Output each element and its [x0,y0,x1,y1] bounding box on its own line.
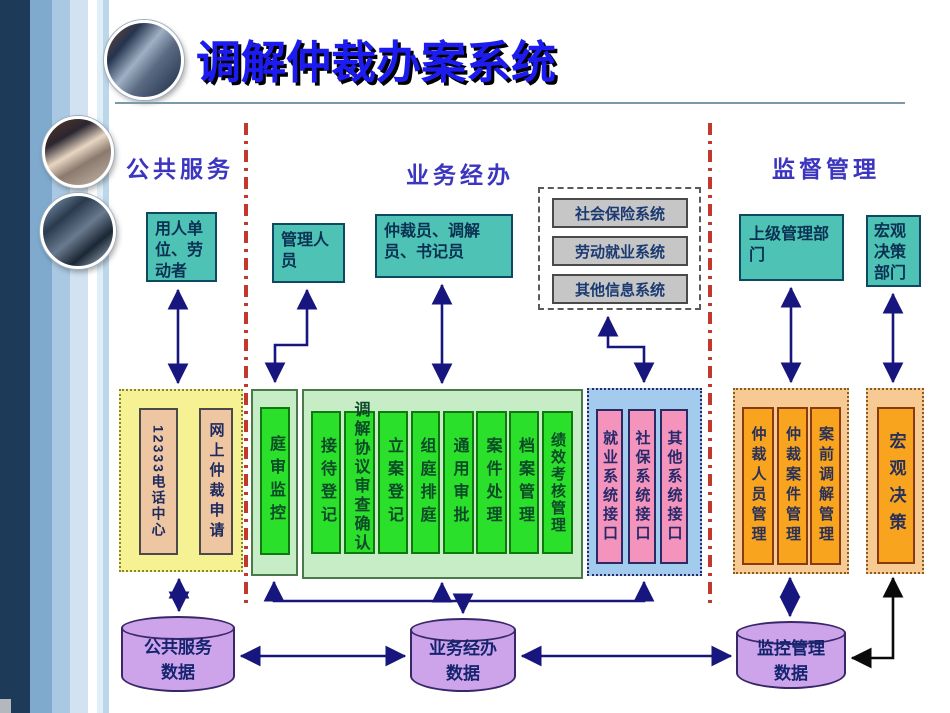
box-managers-label: 管理人员 [281,232,330,271]
box-arbitrators-mediators-clerks: 仲裁员、调解员、书记员 [375,214,513,278]
box-12333-call-center: 12333电话中心 [139,408,178,555]
box-pre-case-mediation-management: 案前调解管理 [810,407,841,565]
box-case-processing: 案件处理 [476,411,507,554]
box-other-info-system: 其他信息系统 [552,274,688,304]
title-photo-icon [104,20,184,100]
labor-employment-label: 劳动就业系统 [574,243,665,261]
call-center-label: 12333电话中心 [150,425,167,538]
box-other-system-interface: 其他系统接口 [660,409,688,564]
db-public-service-data: 公共服务数据 [121,616,235,692]
box-arbitration-case-management: 仲裁案件管理 [777,407,808,565]
box-employers-workers: 用人单位、劳动者 [146,212,217,282]
other-interface-label: 其他系统接口 [665,429,683,544]
page-title: 调解仲裁办案系统 [196,37,557,88]
corner-decoration [0,699,11,713]
box-managers: 管理人员 [272,223,345,283]
box-employment-system-interface: 就业系统接口 [596,409,623,564]
social-insurance-label: 社会保险系统 [574,205,665,223]
box-macro-dept-label: 宏观决策部门 [874,223,907,283]
db-business-data: 业务经办数据 [410,618,516,692]
case-management-label: 仲裁案件管理 [784,426,801,546]
title-underline [115,102,905,104]
box-online-arbitration: 网上仲裁申请 [199,408,233,555]
cylinder-top [121,616,235,640]
case-filing-label: 立案登记 [385,436,402,529]
pre-case-mediation-label: 案前调解管理 [817,426,834,546]
box-arbitrators-label: 仲裁员、调解员、书记员 [384,223,481,262]
mediation-review-label: 调解协议审查确认 [351,401,369,553]
box-court-monitor: 庭审监控 [260,407,290,555]
business-people-photo [42,116,114,188]
tribunal-scheduling-label: 组庭排庭 [417,436,435,529]
box-general-approval: 通用审批 [443,411,474,554]
box-case-filing: 立案登记 [378,411,408,554]
personnel-management-label: 仲裁人员管理 [749,426,767,546]
case-processing-label: 案件处理 [483,436,501,529]
column-separator-right [708,123,712,605]
column-separator-left [244,123,248,605]
box-employers-workers-label: 用人单位、劳动者 [155,221,204,281]
db-monitor-label: 监控管理数据 [757,639,825,683]
box-mediation-agreement-review: 调解协议审查确认 [344,401,375,554]
macro-decision-label: 宏观决策 [886,431,906,540]
box-social-insurance-system: 社会保险系统 [552,198,688,228]
walking-people-photo [40,193,116,269]
column-header-public-service: 公共服务 [126,156,234,182]
box-superior-management-dept: 上级管理部门 [739,214,844,281]
db-monitor-data: 监控管理数据 [736,621,846,689]
column-header-supervision: 监督管理 [772,156,880,182]
performance-assessment-label: 绩效考核管理 [549,431,566,534]
box-archive-management: 档案管理 [509,411,539,554]
db-public-service-label: 公共服务数据 [144,638,212,682]
box-labor-employment-system: 劳动就业系统 [552,236,688,266]
sidebar-stripes-decoration [0,0,120,713]
column-header-business: 业务经办 [406,162,514,188]
online-arbitration-label: 网上仲裁申请 [207,421,225,542]
box-macro-decision: 宏观决策 [877,407,915,564]
box-tribunal-scheduling: 组庭排庭 [411,411,440,554]
reception-label: 接待登记 [318,436,335,529]
box-macro-decision-dept: 宏观决策部门 [866,215,921,287]
cylinder-top [410,618,516,642]
box-superior-label: 上级管理部门 [749,226,830,265]
db-business-label: 业务经办数据 [429,639,497,683]
archive-management-label: 档案管理 [516,436,533,529]
employment-interface-label: 就业系统接口 [601,429,618,544]
box-performance-assessment: 绩效考核管理 [542,411,573,554]
court-monitor-label: 庭审监控 [267,435,284,527]
box-arbitrator-personnel-management: 仲裁人员管理 [742,407,774,565]
general-approval-label: 通用审批 [450,436,468,529]
box-social-security-interface: 社保系统接口 [628,409,656,564]
cylinder-top [736,621,846,645]
other-info-label: 其他信息系统 [574,281,665,299]
cylinder-body [410,630,516,692]
box-reception-registration: 接待登记 [311,411,341,554]
social-security-interface-label: 社保系统接口 [633,429,651,544]
